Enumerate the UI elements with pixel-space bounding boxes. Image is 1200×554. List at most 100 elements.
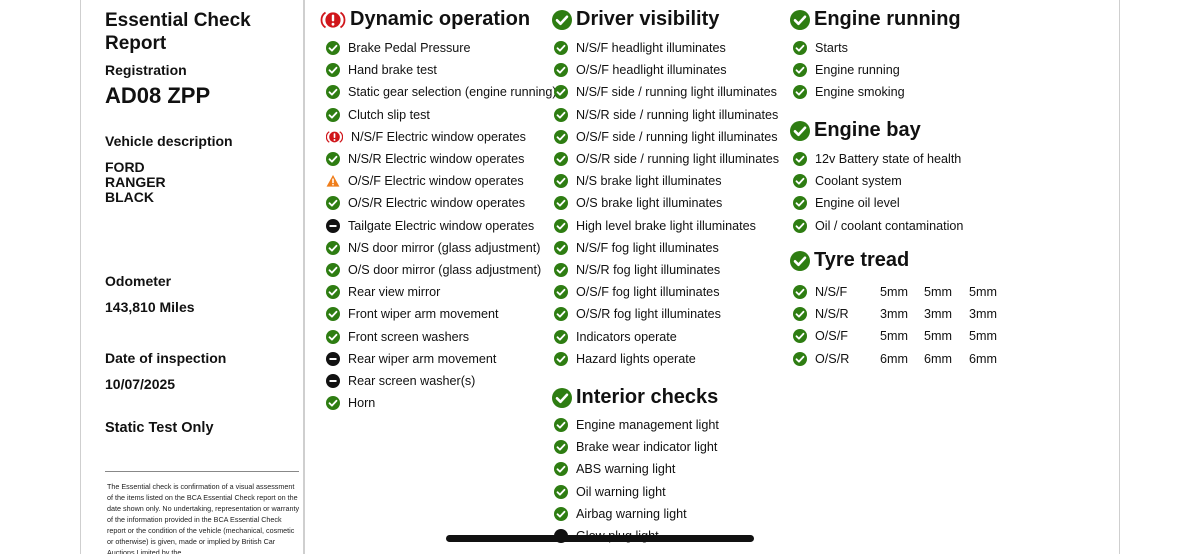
pass-icon	[793, 351, 807, 366]
pass-icon	[326, 285, 340, 300]
check-item: Oil warning light	[554, 484, 666, 499]
pass-icon	[552, 387, 572, 408]
check-item-label: Oil / coolant contamination	[815, 218, 964, 233]
screen-background	[0, 0, 80, 554]
tyre-depth: 5mm	[880, 285, 908, 299]
check-item: Starts	[793, 41, 848, 55]
pass-icon	[326, 196, 340, 211]
check-item: Front screen washers	[326, 329, 469, 344]
pass-icon	[326, 41, 340, 55]
pass-icon	[554, 440, 568, 455]
tyre-depth: 3mm	[880, 307, 908, 322]
pass-icon	[554, 196, 568, 211]
section-title-text: Driver visibility	[576, 8, 720, 30]
report-title: Essential Check Report	[105, 10, 251, 54]
check-item-label: N/S door mirror (glass adjustment)	[348, 240, 541, 255]
check-item: Indicators operate	[554, 329, 677, 344]
na-icon	[326, 374, 340, 388]
pass-icon	[554, 307, 568, 322]
vehicle-make: FORD	[105, 159, 145, 175]
section-title-text: Engine bay	[814, 119, 921, 141]
vehicle-description-label: Vehicle description	[105, 133, 233, 149]
check-item: Coolant system	[793, 174, 902, 189]
check-item-label: N/S/R side / running light illuminates	[576, 107, 779, 122]
check-item-label: N/S/F side / running light illuminates	[576, 85, 777, 100]
pass-icon	[554, 174, 568, 189]
section-title-interior: Interior checks	[552, 386, 718, 409]
check-item-label: Hand brake test	[348, 63, 437, 78]
check-item: O/S/F headlight illuminates	[554, 63, 727, 78]
check-item: Rear wiper arm movement	[326, 351, 497, 366]
check-item: Rear view mirror	[326, 285, 440, 300]
pass-icon	[793, 196, 807, 211]
registration-label: Registration	[105, 62, 187, 78]
check-item: 12v Battery state of health	[793, 152, 961, 166]
pass-icon	[326, 307, 340, 322]
tyre-position: O/S/R	[815, 351, 850, 366]
tyre-depth: 3mm	[924, 307, 952, 322]
check-item-label: Horn	[348, 396, 376, 411]
registration-value: AD08 ZPP	[105, 83, 211, 108]
check-item: Hand brake test	[326, 63, 437, 78]
fail-icon	[326, 130, 343, 144]
pass-icon	[793, 41, 807, 55]
home-indicator[interactable]	[446, 535, 754, 542]
pass-icon	[554, 218, 568, 233]
check-item: O/S/F fog light illuminates	[554, 285, 720, 300]
check-item-label: High level brake light illuminates	[576, 218, 756, 233]
check-item: High level brake light illuminates	[554, 218, 756, 233]
check-item: O/S/R fog light illuminates	[554, 307, 721, 322]
pass-icon	[554, 285, 568, 300]
pass-icon	[790, 120, 810, 141]
check-item-label: Airbag warning light	[576, 506, 687, 521]
check-item-label: Front wiper arm movement	[348, 307, 499, 322]
check-item-label: O/S/R side / running light illuminates	[576, 152, 779, 166]
vehicle-model: RANGER	[105, 174, 166, 190]
pass-icon	[326, 329, 340, 344]
check-item-label: N/S/F fog light illuminates	[576, 240, 719, 255]
tyre-depth: 3mm	[969, 307, 997, 322]
check-item-label: Indicators operate	[576, 329, 677, 344]
check-item-label: 12v Battery state of health	[815, 152, 962, 166]
check-item: Oil / coolant contamination	[793, 218, 964, 233]
check-item: O/S brake light illuminates	[554, 196, 723, 211]
disclaimer-text: The Essential check is confirmation of a…	[107, 482, 300, 554]
check-item-label: N/S/F Electric window operates	[351, 129, 526, 144]
check-item-label: Engine smoking	[815, 85, 905, 100]
check-item-label: O/S door mirror (glass adjustment)	[348, 263, 542, 277]
pass-icon	[554, 152, 568, 166]
check-item: O/S/R Electric window operates	[326, 196, 526, 211]
check-item-label: Tailgate Electric window operates	[348, 218, 535, 233]
check-item: N/S/F Electric window operates	[326, 130, 526, 144]
pass-icon	[793, 218, 807, 233]
check-item-label: Oil warning light	[576, 484, 666, 499]
tyre-position: N/S/F	[815, 285, 848, 299]
pass-icon	[326, 240, 340, 255]
check-item: O/S/R side / running light illuminates	[554, 152, 779, 166]
na-icon	[326, 351, 340, 366]
tyre-depth: 6mm	[880, 351, 908, 366]
check-item: Engine oil level	[793, 196, 900, 211]
pass-icon	[554, 240, 568, 255]
check-item-label: Brake wear indicator light	[576, 440, 718, 455]
pass-icon	[554, 41, 568, 55]
check-item-label: O/S/R Electric window operates	[348, 196, 526, 211]
check-item-label: Rear screen washer(s)	[348, 374, 476, 388]
check-item: O/S/F Electric window operates	[326, 174, 524, 188]
pass-icon	[793, 329, 807, 344]
check-item-label: O/S brake light illuminates	[576, 196, 723, 211]
pass-icon	[554, 263, 568, 277]
section-title-text: Interior checks	[576, 386, 719, 408]
pass-icon	[793, 174, 807, 189]
vehicle-description: FORD RANGER BLACK	[105, 160, 166, 205]
tyre-depth: 6mm	[924, 351, 952, 366]
check-item-label: Rear wiper arm movement	[348, 351, 497, 366]
check-item: N/S/F fog light illuminates	[554, 240, 719, 255]
tyre-depth: 6mm	[969, 351, 997, 366]
check-item-label: O/S/F headlight illuminates	[576, 63, 727, 78]
check-item-label: Coolant system	[815, 174, 902, 189]
inspection-date-value: 10/07/2025	[105, 376, 176, 392]
check-item-label: Static gear selection (engine running)	[348, 85, 557, 100]
check-item: N/S brake light illuminates	[554, 174, 722, 189]
pass-icon	[326, 85, 340, 100]
